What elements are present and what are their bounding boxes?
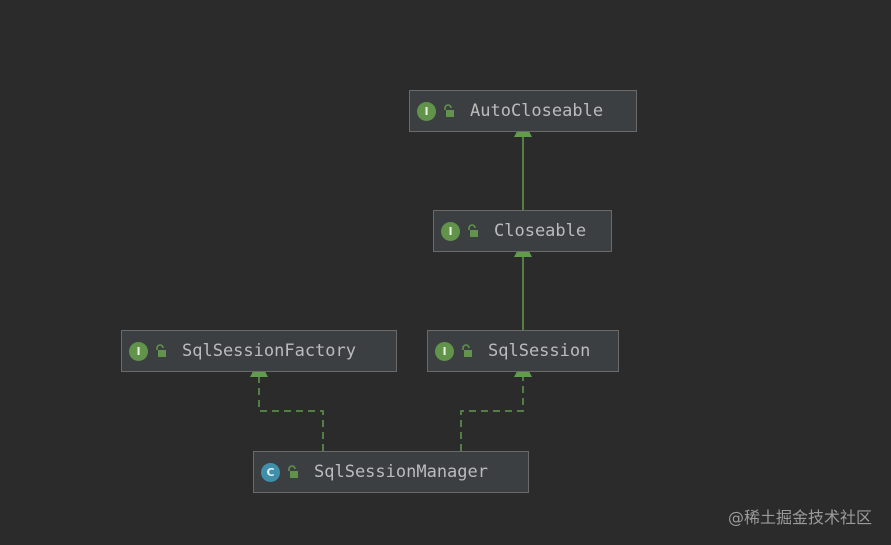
watermark-text: @稀土掘金技术社区	[727, 508, 872, 527]
class-icon: C	[261, 462, 280, 482]
node-sqlsessionmanager[interactable]: C SqlSessionManager	[253, 451, 529, 493]
node-label: SqlSession	[488, 341, 591, 361]
node-autocloseable[interactable]: I AutoCloseable	[409, 90, 637, 132]
implements-line	[258, 377, 324, 451]
interface-icon: I	[435, 341, 454, 361]
edge-closeable-to-autocloseable	[514, 120, 532, 210]
public-lock-icon	[444, 104, 454, 117]
node-label: Closeable	[494, 221, 587, 241]
implements-line	[460, 377, 524, 451]
edge-sqlsessionmanager-to-sqlsession	[460, 360, 532, 451]
node-label: SqlSessionManager	[314, 462, 488, 482]
public-lock-icon	[462, 344, 472, 357]
node-label: SqlSessionFactory	[182, 341, 356, 361]
node-closeable[interactable]: I Closeable	[433, 210, 612, 252]
node-sqlsession[interactable]: I SqlSession	[427, 330, 619, 372]
edge-sqlsession-to-closeable	[514, 240, 532, 330]
public-lock-icon	[156, 344, 166, 357]
interface-icon: I	[417, 101, 436, 121]
public-lock-icon	[468, 224, 478, 237]
interface-icon: I	[441, 221, 460, 241]
node-label: AutoCloseable	[470, 101, 604, 121]
node-sqlsessionfactory[interactable]: I SqlSessionFactory	[121, 330, 397, 372]
edge-sqlsessionmanager-to-sqlsessionfactory	[250, 360, 324, 451]
public-lock-icon	[288, 465, 298, 478]
interface-icon: I	[129, 341, 148, 361]
